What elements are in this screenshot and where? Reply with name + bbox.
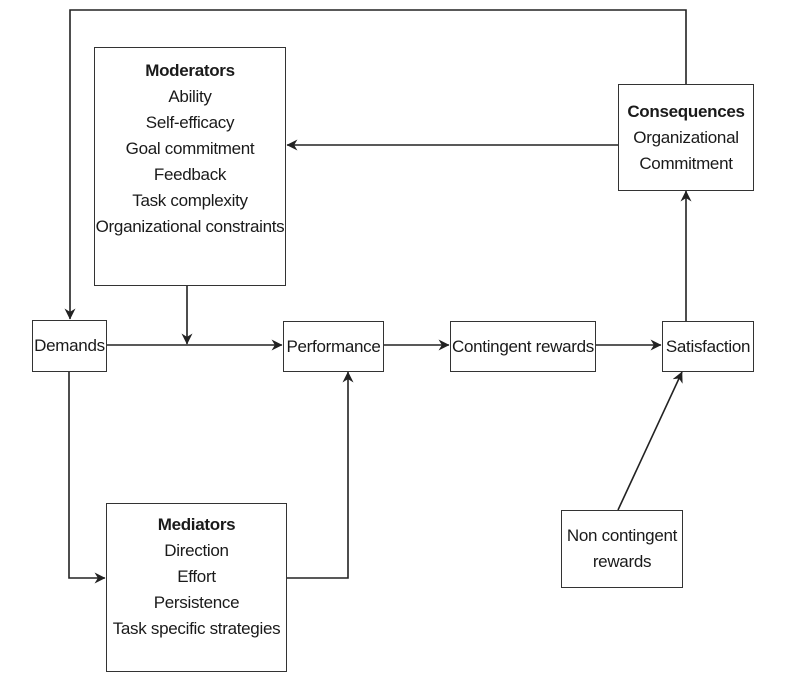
mediators-title: Mediators <box>157 515 236 534</box>
consequence-item: Organizational <box>633 127 739 147</box>
mediators-box: Mediators Direction Effort Persistence T… <box>106 503 287 672</box>
consequences-title: Consequences <box>627 101 745 121</box>
edge-consequences-to-demands <box>64 9 687 320</box>
edge-demands-to-mediators <box>68 371 106 584</box>
consequence-item: Commitment <box>639 153 733 173</box>
moderator-item: Self-efficacy <box>145 113 235 132</box>
satisfaction-label: Satisfaction <box>665 336 751 356</box>
moderator-item: Feedback <box>153 165 227 184</box>
moderator-item: Goal commitment <box>125 139 255 158</box>
edge-mediators-to-performance <box>286 371 354 579</box>
mediator-item: Effort <box>177 567 216 586</box>
mediator-item: Persistence <box>153 593 240 612</box>
moderators-box: Moderators Ability Self-efficacy Goal co… <box>94 47 286 286</box>
performance-label: Performance <box>286 336 381 356</box>
demands-box: Demands <box>32 320 107 372</box>
contingent-rewards-label: Contingent rewards <box>451 336 594 356</box>
mediator-item: Direction <box>164 541 229 560</box>
edge-non-contingent-to-satisfaction <box>617 371 683 511</box>
performance-box: Performance <box>283 321 384 372</box>
demands-label: Demands <box>34 336 105 355</box>
moderator-item: Ability <box>168 87 212 106</box>
non-contingent-rewards-box: Non contingent rewards <box>561 510 683 588</box>
moderator-item: Task complexity <box>132 191 248 210</box>
contingent-rewards-box: Contingent rewards <box>450 321 596 372</box>
non-contingent-rewards-line: rewards <box>592 552 652 571</box>
moderator-item: Organizational constraints <box>95 217 285 236</box>
satisfaction-box: Satisfaction <box>662 321 754 372</box>
mediator-item: Task specific strategies <box>112 619 281 638</box>
consequences-box: Consequences Organizational Commitment <box>618 84 754 191</box>
non-contingent-rewards-line: Non contingent <box>566 526 678 545</box>
moderators-title: Moderators <box>145 61 235 80</box>
